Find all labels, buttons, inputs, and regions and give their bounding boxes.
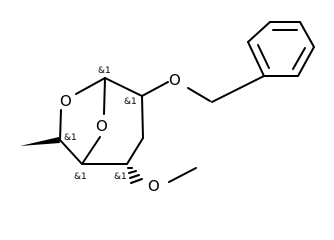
stereo-label-c1: &1	[98, 66, 111, 76]
molecule-structure: O O O O &1 &1 &1 &1 &1	[20, 21, 315, 195]
ring-bond-6	[247, 41, 265, 77]
methyl-wedge-bond	[20, 137, 60, 146]
ring-double-bond-2	[292, 47, 306, 70]
stereo-label-c4: &1	[114, 172, 127, 182]
c5-c6-bond	[59, 139, 83, 165]
c2-c3-bond	[141, 95, 144, 139]
stereo-label-c6: &1	[64, 133, 77, 143]
bridge-o-c5-bond	[81, 136, 101, 165]
o-to-ch2-bond	[187, 87, 211, 102]
ring-double-bond-3	[257, 44, 270, 69]
c1-bridge-o-bond	[103, 77, 106, 115]
ring-oxygen-label: O	[60, 92, 72, 110]
c2-to-o-benzyl-bond	[141, 81, 169, 97]
stereo-label-c2: &1	[124, 97, 137, 107]
methoxy-hash-bond	[127, 167, 143, 184]
c3-c4-bond	[126, 137, 144, 165]
o-ring-c1-bond	[75, 77, 106, 95]
ring-bond-1	[247, 21, 271, 43]
benzyl-oxygen-label: O	[169, 71, 181, 89]
ring-bond-4	[297, 46, 315, 77]
stereo-label-c5: &1	[74, 172, 87, 182]
c6-o-ring-bond	[59, 109, 62, 141]
bridge-oxygen-label: O	[96, 117, 108, 135]
methoxy-methyl-bond	[168, 167, 197, 183]
molecule-diagram: O O O O &1 &1 &1 &1 &1	[20, 21, 315, 195]
ch2-to-ring-bond	[211, 75, 265, 103]
c1-c2-bond	[104, 77, 143, 97]
benzene-ring	[247, 21, 315, 77]
ring-bond-3	[299, 21, 315, 48]
methoxy-oxygen-label: O	[148, 177, 160, 195]
